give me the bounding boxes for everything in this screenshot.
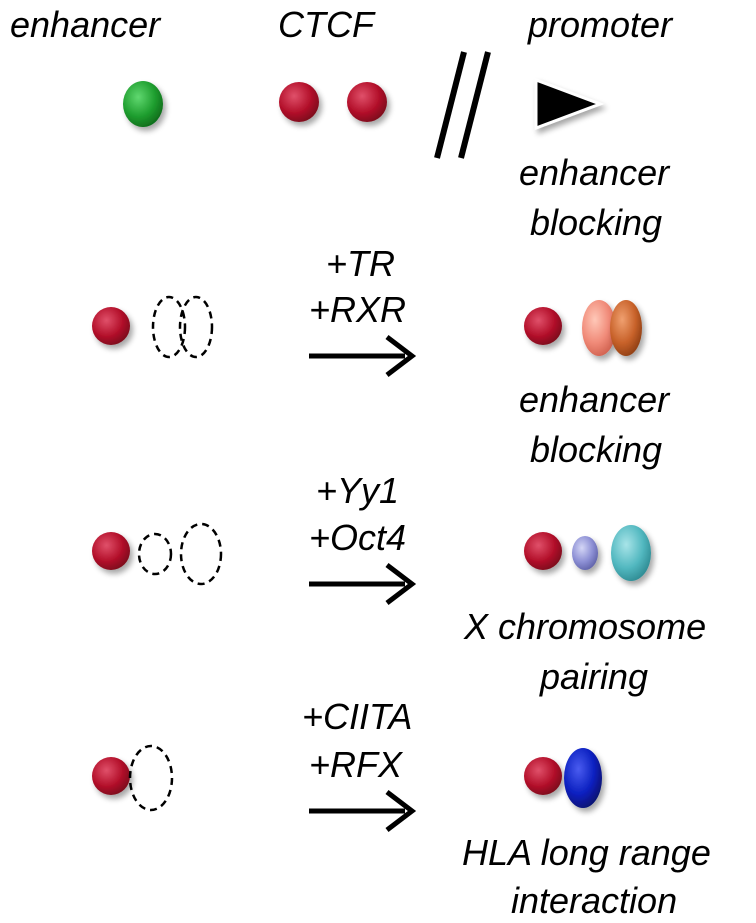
enhancer-element bbox=[123, 81, 163, 127]
row3-arrow bbox=[309, 790, 417, 832]
row3-empty-site bbox=[128, 744, 174, 812]
row2-ctcf-site bbox=[92, 532, 130, 570]
row1-empty-site-2 bbox=[178, 295, 214, 359]
row3-factor2: +RFX bbox=[309, 744, 404, 785]
promoter-arrow-icon bbox=[534, 77, 605, 131]
row2-factor2: +Oct4 bbox=[309, 517, 406, 558]
row3-outcome-line2: interaction bbox=[511, 880, 677, 921]
row1-factor1: +TR bbox=[326, 243, 395, 284]
rxr-protein bbox=[610, 300, 642, 356]
tr-protein bbox=[582, 300, 616, 356]
row2-empty-site-2 bbox=[179, 522, 223, 586]
top-outcome-line1: enhancer bbox=[519, 152, 671, 193]
row3-bound-ctcf bbox=[524, 757, 562, 795]
top-outcome-line2: blocking bbox=[530, 202, 662, 243]
ctcf-site-1 bbox=[279, 82, 319, 122]
row3-factor1: +CIITA bbox=[302, 696, 412, 737]
ciita-rfx-complex bbox=[564, 748, 602, 808]
row2-outcome-line1: X chromosome bbox=[463, 606, 706, 647]
row1-empty-site-1 bbox=[151, 295, 187, 359]
row2-empty-site-1 bbox=[137, 532, 173, 576]
yy1-protein bbox=[572, 536, 598, 570]
enhancer-label: enhancer bbox=[10, 4, 162, 45]
row1-outcome-line2: blocking bbox=[530, 429, 662, 470]
row1-ctcf-site bbox=[92, 307, 130, 345]
row3-ctcf-site bbox=[92, 757, 130, 795]
ctcf-label: CTCF bbox=[278, 4, 376, 45]
row1-bound-ctcf bbox=[524, 307, 562, 345]
row2-bound-ctcf bbox=[524, 532, 562, 570]
row1-outcome-line1: enhancer bbox=[519, 379, 671, 420]
row2-arrow bbox=[309, 563, 417, 605]
row1-arrow bbox=[309, 335, 417, 377]
strand-break-mark bbox=[434, 51, 491, 160]
row1-factor2: +RXR bbox=[309, 289, 406, 330]
ctcf-site-2 bbox=[347, 82, 387, 122]
row3-outcome-line1: HLA long range bbox=[462, 832, 711, 873]
promoter-label: promoter bbox=[527, 4, 674, 45]
row2-outcome-line2: pairing bbox=[539, 656, 648, 697]
row2-factor1: +Yy1 bbox=[316, 470, 399, 511]
oct4-protein bbox=[611, 525, 651, 581]
